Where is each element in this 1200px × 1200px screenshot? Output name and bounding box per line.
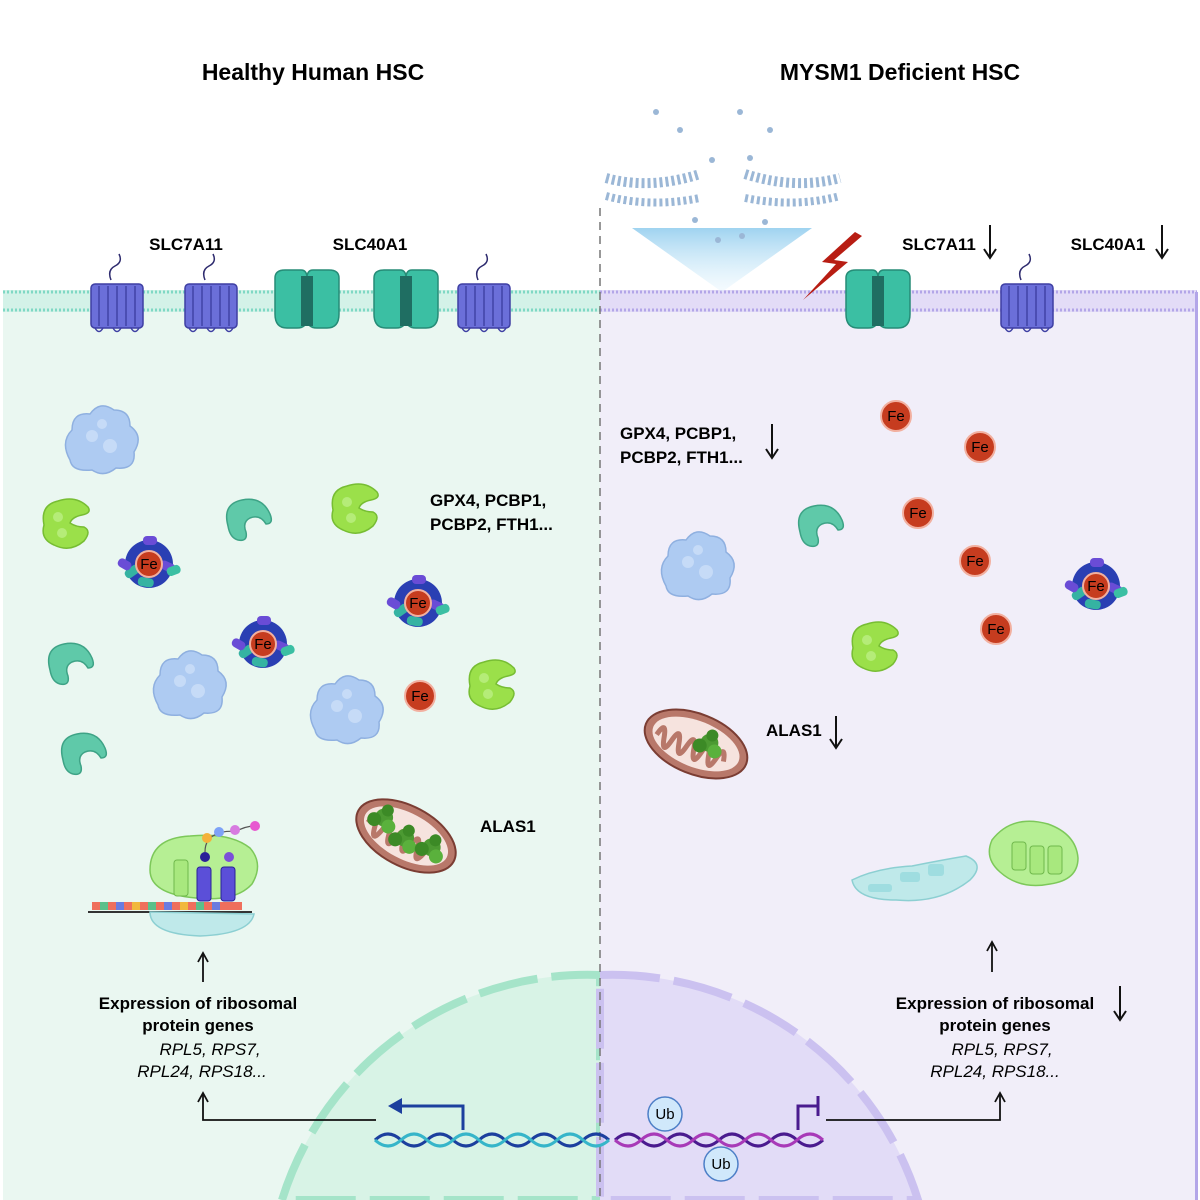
ribosomal-genes-deficient-line1: RPL5, RPS7, [951,1040,1052,1059]
deficient-nucleus [596,970,923,1200]
fe-label: Fe [140,556,158,573]
deficient-title: MYSM1 Deficient HSC [780,59,1020,85]
ferroportin-icon [373,269,439,329]
slc40a1-label-deficient: SLC40A1 [1071,235,1146,254]
antioxidant-genes-healthy-line2: PCBP2, FTH1... [430,515,553,534]
transporter-icon [90,253,144,333]
alas1-label-deficient: ALAS1 [766,721,822,740]
ribosome-large-subunit-icon [988,820,1079,887]
ubiquitin-icon [647,1096,683,1132]
antioxidant-genes-deficient-line1: GPX4, PCBP1, [620,424,736,443]
fe-label: Fe [909,505,927,522]
expression-heading-healthy-line2: protein genes [142,1016,253,1035]
arrow-down-icon [1113,986,1127,1022]
ubiquitin-icon [703,1146,739,1182]
ribosomal-genes-healthy-line2: RPL24, RPS18... [137,1062,266,1081]
fe-label: Fe [966,553,984,570]
fe-label: Fe [971,439,989,456]
ribosomal-genes-deficient-line2: RPL24, RPS18... [930,1062,1059,1081]
dna-icon [373,1132,611,1148]
repressed-promoter-icon [796,1096,820,1130]
slc7a11-label-healthy: SLC7A11 [149,235,223,254]
antioxidant-genes-healthy-line1: GPX4, PCBP1, [430,491,546,510]
arrow-down-icon [765,424,779,460]
expression-heading-healthy-line1: Expression of ribosomal [99,994,297,1013]
ferroportin-icon [845,269,911,329]
slc40a1-label-healthy: SLC40A1 [333,235,408,254]
transporter-icon [457,253,511,333]
ferroportin-icon [274,269,340,329]
fe-label: Fe [409,595,427,612]
expression-heading-deficient-line1: Expression of ribosomal [896,994,1094,1013]
arrow-up-icon [197,951,209,982]
slc7a11-label-deficient: SLC7A11 [902,235,976,254]
ribosomal-genes-healthy-line1: RPL5, RPS7, [159,1040,260,1059]
arrow-down-icon [829,716,843,750]
antioxidant-genes-deficient-line2: PCBP2, FTH1... [620,448,743,467]
healthy-nucleus [277,970,604,1200]
fe-label: Fe [411,688,429,705]
ubiquitin-label: Ub [655,1106,674,1123]
fe-label: Fe [887,408,905,425]
promoter-arrow-icon [388,1098,465,1130]
expression-heading-deficient-line2: protein genes [939,1016,1050,1035]
ribosome-small-subunit-icon [851,855,978,902]
connector-arrow-healthy [197,1091,376,1121]
right-edge-membrane [1195,292,1198,1200]
ubiquitin-label: Ub [711,1156,730,1173]
ribosome-icon [88,821,260,937]
lightning-icon [803,232,862,300]
transporter-icon [1000,253,1054,333]
fe-label: Fe [1087,578,1105,595]
arrow-down-icon [983,225,997,260]
arrow-up-icon [986,940,998,972]
dna-icon [613,1132,825,1148]
lipid-burst-icon [604,109,842,292]
alas1-label-healthy: ALAS1 [480,817,536,836]
transporter-icon [184,253,238,333]
healthy-title: Healthy Human HSC [202,59,424,85]
connector-arrow-deficient [826,1091,1006,1121]
fe-label: Fe [987,621,1005,638]
arrow-down-icon [1155,225,1169,260]
fe-label: Fe [254,636,272,653]
